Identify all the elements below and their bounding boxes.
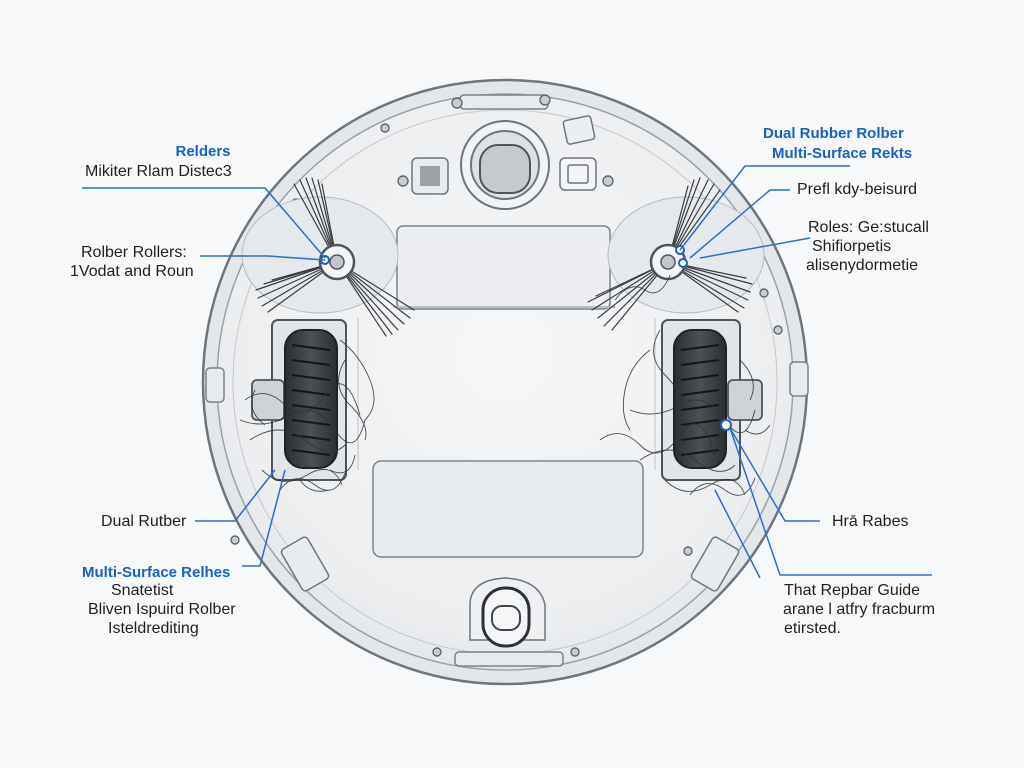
sensor-left-window [420,166,440,186]
sensor-right-window [567,164,589,184]
label-low-left-4: Isteldrediting [108,620,199,637]
side-brush-hub-right-center [660,254,676,270]
bumper-tab-left [205,367,225,403]
label-low-left-3: Bliven Ispuird Rolber [88,601,236,618]
bumper-tab-right [789,361,809,397]
panel-seam [393,306,615,308]
bottom-caster [481,586,531,648]
side-brush-recess-left [241,196,399,314]
bumper-tab-bottom [454,651,564,667]
label-low-left-2: Snatetist [111,582,174,599]
sensor-right [559,157,597,191]
leader-lines [82,165,932,579]
label-top-right-1: Prefl kdy-beisurd [797,181,918,198]
tangled-hair-right [599,274,771,496]
cliff-sensor-bottom-left [280,536,330,592]
label-mid-right-3: alisenydormetie [806,257,919,274]
bumper-tab-top [459,94,549,110]
caster-wheel [479,144,531,194]
wheel-motor-right [727,379,763,421]
label-low-left-1: Dual Rutber [101,513,187,530]
tangled-hair-left [239,339,375,492]
label-mid-left-1: Rolber Rollers: [81,244,187,261]
label-low-right-3: arane l atfry fracburm [783,601,936,618]
callout-dot-right-wheel [720,419,732,431]
wheel-tread-left [291,344,331,456]
callout-dot-right-brush-2 [678,258,688,268]
label-mid-right-2: Shifiorpetis [812,238,892,255]
label-top-right-title-2: Multi-Surface Rekts [772,145,913,162]
label-mid-right-1: Roles: Ge:stucall [808,219,929,236]
cliff-sensor-top-right [562,115,596,145]
label-top-left-title: Relders [175,143,231,160]
label-top-right-title-1: Dual Rubber Rolber [763,125,904,142]
label-low-right-1: Hrā Rabes [832,513,909,530]
side-brush-recess-right [607,196,765,314]
label-low-right-2: That Repbar Guide [784,582,921,599]
label-top-left-sub: Mikiter Rlam Distec3 [85,163,232,180]
label-low-left-title: Multi-Surface Relhes [82,564,231,581]
label-low-right-4: etirsted. [784,620,841,637]
cliff-sensor-bottom-right [690,536,740,592]
dustbin-panel [372,460,644,558]
bottom-caster-inner [491,605,521,631]
upper-cover-panel [396,225,611,310]
side-brush-hub-left-center [329,254,345,270]
label-mid-left-2: 1Vodat and Roun [70,263,194,280]
